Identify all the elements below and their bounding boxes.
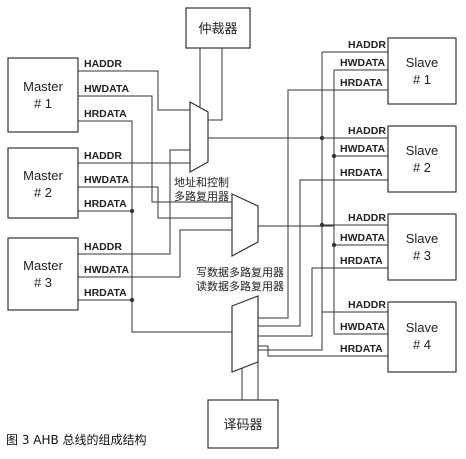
slave-1-block: Slave # 1 [387,37,457,105]
slave-2-number: # 2 [413,160,431,175]
master-3-block: Master # 3 [7,237,79,311]
read-mux-output-wire [131,121,232,333]
data-mux-label-line1: 写数据多路复用器 [196,265,284,279]
master-2-name: Master [23,168,63,183]
slave-1-name: Slave [406,55,439,70]
m2-hwdata-label: HWDATA [84,174,130,186]
slave-4-name: Slave [406,320,439,335]
m1-haddr-wire [78,70,190,111]
read-data-mux [231,295,259,373]
addr-mux-label-line2: 多路复用器 [174,189,229,203]
s2-haddr-label: HADDR [348,125,386,137]
master-2-number: # 2 [34,185,52,200]
figure-caption: 图 3 AHB 总线的组成结构 [6,432,147,447]
addr-mux-label-line1: 地址和控制 [174,175,229,189]
write-data-mux [231,193,259,258]
s1-hrdata-wire [258,89,388,319]
master-1-block: Master # 1 [7,57,79,133]
decoder-block: 译码器 [207,399,279,449]
arbiter-to-addr-mux-wire-2 [208,48,223,121]
address-control-mux [189,100,209,174]
addr-to-decoder-wire [257,312,323,400]
master-3-name: Master [23,258,63,273]
s3-hrdata-label: HRDATA [340,255,383,267]
arbiter-label: 仲裁器 [198,21,237,37]
data-mux-label-line2: 读数据多路复用器 [196,279,284,293]
m1-hwdata-label: HWDATA [84,83,130,95]
m2-hrdata-label: HRDATA [84,198,127,210]
junction-dot [129,297,135,303]
s4-hrdata-wire [258,345,388,357]
m3-hrdata-label: HRDATA [84,287,127,299]
s2-hwdata-label: HWDATA [340,143,386,155]
slave-1-number: # 1 [413,72,431,87]
s1-hrdata-label: HRDATA [340,77,383,89]
wires [78,48,388,400]
decoder-label: 译码器 [223,418,262,433]
m2-haddr-label: HADDR [84,150,122,162]
s2-hrdata-wire [258,179,388,327]
s4-hwdata-label: HWDATA [340,321,386,333]
s3-hrdata-wire [258,267,388,337]
junction-dot [331,153,337,159]
junction-dot [331,242,337,248]
master-1-number: # 1 [34,96,52,111]
s4-hrdata-label: HRDATA [340,343,383,355]
slave-4-number: # 4 [413,337,431,352]
s2-hrdata-label: HRDATA [340,167,383,179]
s4-haddr-label: HADDR [348,299,386,311]
master-signal-labels: HADDR HWDATA HRDATA HADDR HWDATA HRDATA … [84,58,130,299]
master-2-block: Master # 2 [7,147,79,219]
slave-3-name: Slave [406,231,439,246]
junction-dot [319,222,325,228]
m1-haddr-label: HADDR [84,58,122,70]
slave-4-block: Slave # 4 [387,301,457,373]
m1-hwdata-wire [78,95,232,203]
s3-haddr-label: HADDR [348,212,386,224]
master-1-name: Master [23,79,63,94]
slave-3-number: # 3 [413,248,431,263]
s3-hwdata-label: HWDATA [340,232,386,244]
slave-2-name: Slave [406,143,439,158]
junctions [129,135,337,303]
m3-hwdata-wire [78,229,232,278]
m3-hwdata-label: HWDATA [84,264,130,276]
master-3-number: # 3 [34,275,52,290]
slave-3-block: Slave # 3 [387,213,457,281]
m1-hrdata-label: HRDATA [84,108,127,120]
m3-haddr-label: HADDR [84,241,122,253]
slave-2-block: Slave # 2 [387,125,457,193]
m3-haddr-wire [78,149,190,255]
arbiter-block: 仲裁器 [185,7,251,49]
slave-signal-labels: HADDR HWDATA HRDATA HADDR HWDATA HRDATA … [340,39,386,355]
junction-dot [319,135,325,141]
s1-haddr-label: HADDR [348,39,386,51]
m2-hwdata-wire [78,186,232,219]
s1-hwdata-label: HWDATA [340,57,386,69]
junction-dot [129,208,135,214]
